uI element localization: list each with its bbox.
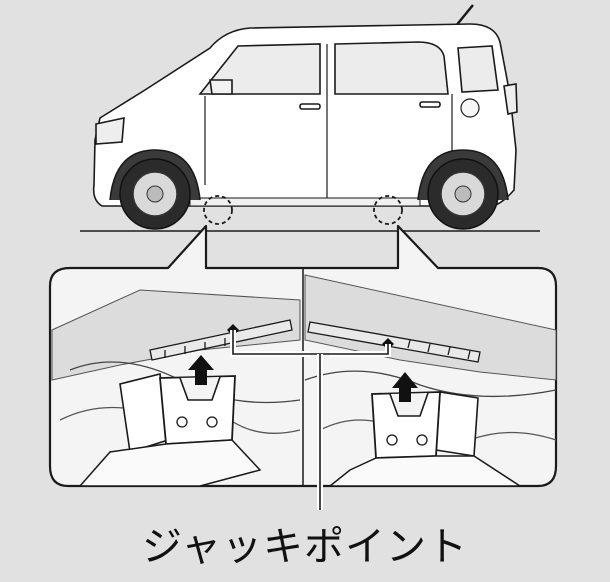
rear-jack-point-marker: [373, 195, 403, 225]
front-door-handle: [299, 103, 321, 110]
side-sill: [189, 197, 421, 207]
front-up-arrow-icon: [188, 355, 214, 385]
jack-point-caption: ジャッキポイント: [142, 524, 468, 570]
tail-light: [503, 83, 518, 115]
rear-door-handle: [419, 101, 441, 108]
car-illustration: [92, 4, 518, 207]
headlight: [95, 116, 125, 145]
fuel-cap: [460, 98, 480, 118]
rear-sill-flange: [307, 321, 481, 363]
rear-jack-base: [327, 455, 523, 487]
rear-up-arrow-icon: [392, 372, 418, 402]
front-wheel: [119, 158, 191, 230]
rear-window: [334, 41, 449, 95]
rear-wheel: [427, 158, 499, 230]
antenna: [454, 4, 474, 28]
side-mirror: [209, 79, 233, 95]
rear-jack-detail: [304, 274, 557, 487]
caption-leader-lines: [230, 330, 391, 510]
quarter-window: [457, 45, 499, 93]
front-jack-detail: [51, 289, 301, 487]
front-jack-point-marker: [203, 195, 233, 225]
rear-jack-body-back: [435, 391, 479, 457]
front-jack-base: [78, 439, 262, 487]
